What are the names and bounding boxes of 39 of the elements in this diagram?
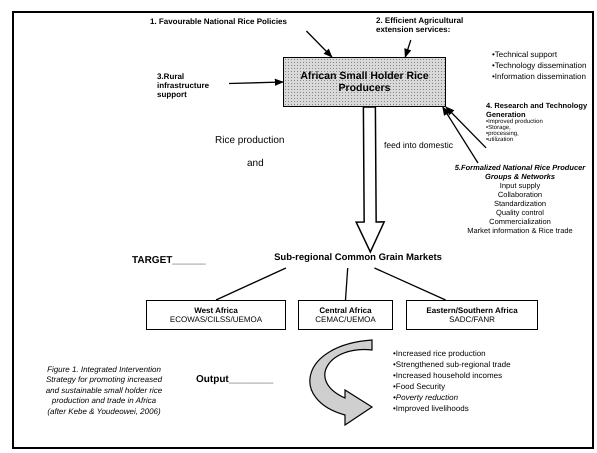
note-text: •Increased rice production (393, 349, 486, 358)
arrow (404, 40, 412, 58)
connector-line (344, 268, 348, 300)
heading-text: West Africa (193, 306, 239, 315)
note-text: Output________ (196, 374, 274, 385)
region-box (146, 300, 286, 330)
note-text: •Food Security (393, 382, 446, 391)
note-text: and (247, 158, 264, 169)
heading-text: Eastern/Southern Africa (425, 306, 519, 315)
note-text: feed into domestic (384, 140, 453, 150)
note-text: •Technical support (492, 50, 558, 59)
heading-text: 2. Efficient Agricultural extension services: (376, 16, 464, 34)
note-text: •Strengthened sub-regional trade (393, 360, 511, 369)
connector-line (374, 267, 446, 301)
note-text: Rice production (215, 135, 284, 146)
note-text: •Technology dissemination (492, 61, 586, 70)
region-box (298, 300, 393, 330)
heading-text: African Small Holder Rice Producers (299, 70, 430, 94)
figure-caption: Figure 1. Integrated Intervention Strategy for promoting increased and sustainable small holder rice production and trade in Africa (after Kebe & Youdeowei, 2006) (45, 365, 163, 417)
connector-line (216, 267, 286, 301)
heading-text: 3.Rural infrastructure support (157, 72, 210, 99)
note-text: •Improved livelihoods (393, 404, 469, 413)
arrow (445, 106, 486, 148)
list-item: SADC/FANR (448, 315, 496, 324)
hollow-arrow (354, 106, 386, 254)
note-text: •Information dissemination (492, 72, 586, 81)
arrow (228, 78, 284, 86)
region-box (406, 300, 538, 330)
list-item: ECOWAS/CILSS/UEMOA (168, 315, 264, 324)
arrow (442, 106, 479, 164)
note-text: •Increased household incomes (393, 371, 502, 380)
note-text: TARGET______ (132, 255, 206, 266)
producers-box (283, 57, 446, 107)
note-text: •Poverty reduction (393, 393, 458, 402)
heading-text: Sub-regional Common Grain Markets (273, 252, 443, 263)
list-item: CEMAC/UEMOA (314, 315, 377, 324)
heading-text: Central Africa (318, 306, 373, 315)
heading-text: 1. Favourable National Rice Policies (150, 17, 288, 26)
arrow (306, 30, 333, 58)
